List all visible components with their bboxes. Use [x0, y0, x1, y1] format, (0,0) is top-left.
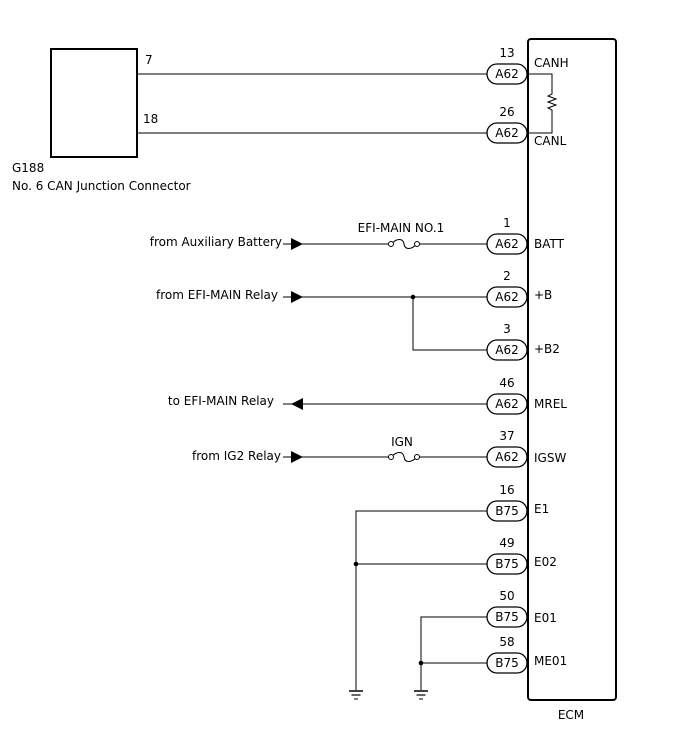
connector-outline [486, 393, 528, 415]
pin-signal-label: CANL [534, 134, 567, 148]
pin-number: 37 [499, 429, 514, 443]
junction-dot [353, 561, 359, 567]
connector-outline [486, 233, 528, 255]
pin-signal-label: ME01 [534, 654, 567, 668]
connector-code: A62 [495, 343, 518, 357]
source-efi-main-relay-in: from EFI-MAIN Relay [156, 288, 278, 302]
pin-signal-label: IGSW [534, 451, 566, 465]
junction-id: G188 [12, 161, 44, 175]
junction-connector-box [50, 48, 138, 158]
dest-efi-main-relay-out: to EFI-MAIN Relay [168, 394, 274, 408]
wire-plus-b2 [412, 297, 487, 351]
ground-icon [349, 690, 363, 700]
pin-number: 46 [499, 376, 514, 390]
pin-signal-label: +B2 [534, 342, 560, 356]
fuse-icon [388, 239, 420, 249]
pin-signal-label: BATT [534, 237, 565, 251]
arrow-right-icon [291, 451, 303, 463]
pin-number: 50 [499, 589, 514, 603]
pin-number: 13 [499, 46, 514, 60]
pin-signal-label: E02 [534, 555, 557, 569]
connector-code: A62 [495, 67, 518, 81]
resistor-icon [527, 73, 558, 134]
connector-outline [486, 500, 528, 522]
connector-code: B75 [495, 656, 519, 670]
ground-icon [414, 690, 428, 700]
junction-pin-canh: 7 [145, 53, 153, 67]
connector-code: B75 [495, 557, 519, 571]
wire-e1 [355, 510, 487, 690]
connector-code: A62 [495, 126, 518, 140]
connector-outline [486, 553, 528, 575]
connector-code: A62 [495, 290, 518, 304]
source-ig2-relay: from IG2 Relay [192, 449, 281, 463]
pin-number: 16 [499, 483, 514, 497]
pin-number: 49 [499, 536, 514, 550]
pin-number: 2 [503, 269, 511, 283]
ecm-label: ECM [558, 708, 584, 722]
connector-code: A62 [495, 237, 518, 251]
junction-dot [418, 660, 424, 666]
connector-code: B75 [495, 610, 519, 624]
connector-outline [486, 122, 528, 144]
connector-outline [486, 652, 528, 674]
pin-signal-label: MREL [534, 397, 567, 411]
junction-pin-canl: 18 [143, 112, 158, 126]
pin-number: 26 [499, 105, 514, 119]
arrow-right-icon [291, 238, 303, 250]
pin-signal-label: CANH [534, 56, 569, 70]
pin-signal-label: E1 [534, 502, 549, 516]
connector-outline [486, 286, 528, 308]
pin-signal-label: E01 [534, 611, 557, 625]
connector-outline [486, 63, 528, 85]
arrow-left-icon [291, 398, 303, 410]
wire-e01 [420, 616, 487, 690]
connector-outline [486, 446, 528, 468]
fuse-icon [388, 452, 420, 462]
arrow-right-icon [291, 291, 303, 303]
source-aux-battery: from Auxiliary Battery [150, 235, 282, 249]
pin-signal-label: +B [534, 288, 552, 302]
fuse-ign-label: IGN [391, 435, 413, 449]
junction-name: No. 6 CAN Junction Connector [12, 179, 191, 193]
pin-number: 3 [503, 322, 511, 336]
connector-code: B75 [495, 504, 519, 518]
pin-number: 1 [503, 216, 511, 230]
connector-outline [486, 339, 528, 361]
fuse-efi-main-label: EFI-MAIN NO.1 [358, 221, 445, 235]
connector-code: A62 [495, 450, 518, 464]
ecm-box [527, 38, 617, 701]
connector-outline [486, 606, 528, 628]
pin-number: 58 [499, 635, 514, 649]
connector-code: A62 [495, 397, 518, 411]
